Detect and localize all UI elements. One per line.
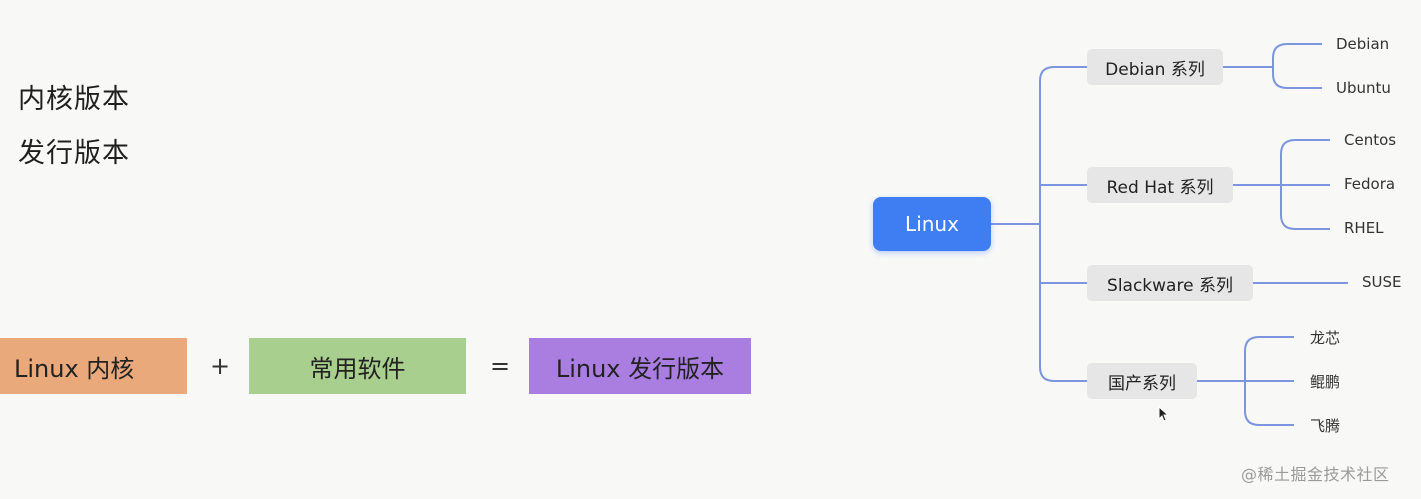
- watermark-text: @稀土掘金技术社区: [1241, 465, 1390, 484]
- connector-domestic-leaf-0: [1244, 336, 1294, 352]
- leaf-rhel: RHEL: [1344, 219, 1384, 237]
- leaf-fedora: Fedora: [1344, 175, 1396, 193]
- branch-debian: Debian 系列: [1087, 49, 1223, 85]
- connector-redhat-leaf-0: [1280, 139, 1330, 155]
- connector-redhat-leaf-2: [1280, 214, 1330, 230]
- leaf-suse: SUSE: [1362, 273, 1402, 291]
- branch-domestic: 国产系列: [1087, 363, 1197, 399]
- leaf-loongson: 龙芯: [1310, 329, 1341, 347]
- branch-slackware: Slackware 系列: [1087, 265, 1253, 301]
- branch-redhat: Red Hat 系列: [1087, 167, 1233, 203]
- mouse-cursor-icon: [1158, 406, 1170, 422]
- equation-result-distro: Linux 发行版本: [529, 338, 751, 394]
- connector-branch-0: [1039, 66, 1087, 82]
- leaf-feiteng: 飞腾: [1310, 417, 1341, 435]
- mindmap-root-linux: Linux: [873, 197, 991, 251]
- equation-plus-sign: +: [210, 352, 231, 380]
- leaf-debian: Debian: [1336, 35, 1390, 53]
- leaf-centos: Centos: [1344, 131, 1397, 149]
- connector-debian-leaf-0: [1272, 43, 1322, 59]
- equation-term-kernel: Linux 内核: [0, 338, 187, 394]
- connector-debian-leaf-1: [1272, 73, 1322, 89]
- leaf-kunpeng: 鲲鹏: [1310, 373, 1341, 391]
- leaf-ubuntu: Ubuntu: [1336, 79, 1391, 97]
- connector-domestic-leaf-2: [1244, 410, 1294, 426]
- distro-version-label: 发行版本: [18, 138, 130, 169]
- equation-term-software: 常用软件: [249, 338, 466, 394]
- connector-branch-3: [1039, 366, 1087, 382]
- equation-equals-sign: =: [490, 352, 511, 380]
- kernel-version-label: 内核版本: [18, 84, 130, 115]
